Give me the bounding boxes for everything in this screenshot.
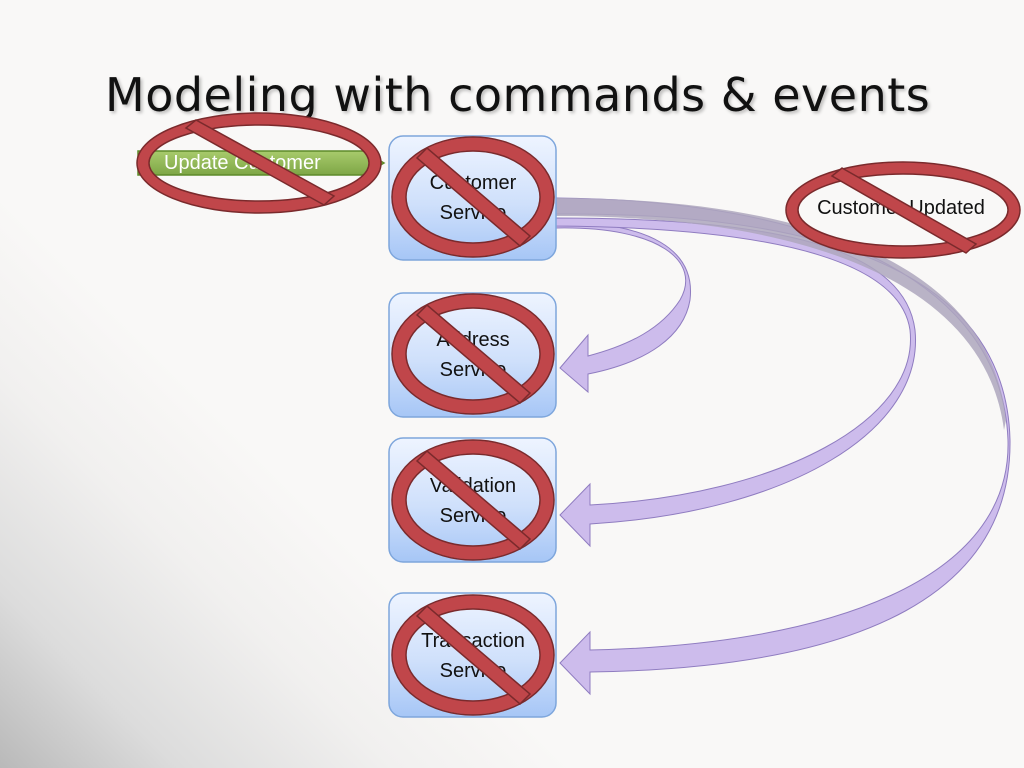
event-arrow-validation [555,217,916,548]
service-customer-label: Customer Service [429,172,517,224]
event-arrow-transaction [555,197,1011,696]
event-arrows [555,197,1011,696]
service-transaction-label: Transaction Service [421,630,525,682]
command-label: Update Customer [164,152,321,174]
service-address-label: Address Service [436,329,510,381]
service-validation-label: Validation Service [429,475,517,527]
event-arrow-address [555,221,692,394]
event-label: Customer Updated [817,197,985,219]
